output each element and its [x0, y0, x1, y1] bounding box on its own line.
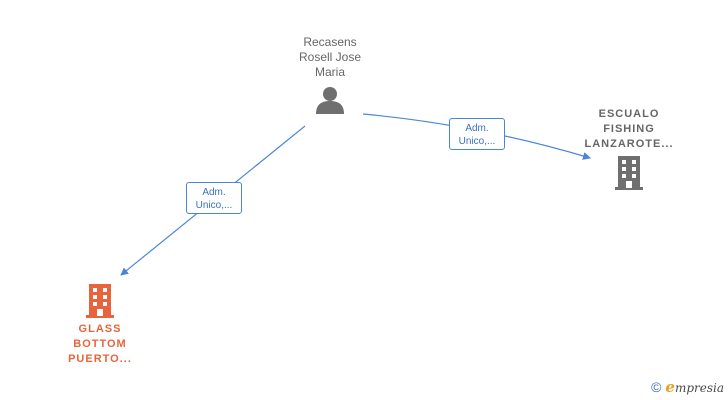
person-name: Recasens Rosell Jose Maria [298, 35, 362, 79]
brand-logo: empresia [665, 378, 724, 396]
edge-label-escualo[interactable]: Adm. Unico,... [449, 118, 505, 150]
company-glass-name: GLASS BOTTOM PUERTO... [68, 323, 132, 365]
building-icon [615, 156, 643, 190]
person-icon [316, 87, 344, 114]
copyright-icon: © [651, 379, 662, 395]
company-escualo-name: ESCUALO FISHING LANZAROTE... [584, 108, 674, 150]
node-company-glass[interactable]: GLASS BOTTOM PUERTO... [45, 284, 155, 367]
node-company-escualo[interactable]: ESCUALO FISHING LANZAROTE... [574, 107, 684, 190]
node-person[interactable]: Recasens Rosell Jose Maria [270, 35, 390, 115]
brand-footer: © empresia [651, 378, 724, 396]
edge-label-glass[interactable]: Adm. Unico,... [186, 182, 242, 214]
building-icon [86, 284, 114, 318]
